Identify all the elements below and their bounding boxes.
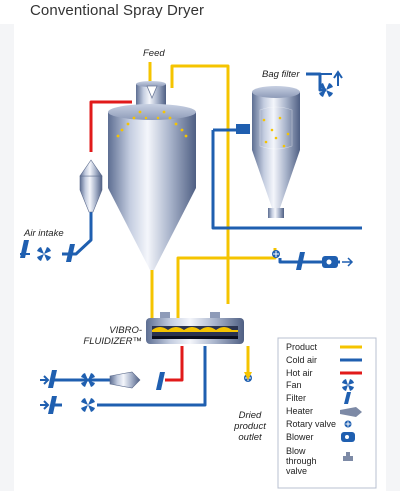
legend-filter-icon xyxy=(344,392,351,404)
legend-heater-label: Heater xyxy=(286,406,314,416)
filter-icon xyxy=(66,244,75,262)
air-heater-cyclone xyxy=(79,159,103,213)
dried-label-line2: product xyxy=(234,421,266,432)
legend-blow-through-valve-icon xyxy=(343,452,353,461)
legend-blow-through-valve-label: Blow through valve xyxy=(286,446,317,476)
vibro-label-line1: VIBRO- xyxy=(109,325,142,336)
legend-blower-label: Blower xyxy=(286,432,314,442)
diagram-title: Conventional Spray Dryer xyxy=(30,2,205,19)
fan-icon xyxy=(319,83,333,97)
legend-rotary-valve-icon xyxy=(344,420,352,428)
bag-filter-label: Bag filter xyxy=(262,69,300,80)
vibro-label-line2: FLUIDIZER™ xyxy=(83,336,142,347)
spray-droplets xyxy=(116,110,188,138)
legend-hot-air-label: Hot air xyxy=(286,368,313,378)
feed-label: Feed xyxy=(143,48,165,59)
filter-icon xyxy=(48,370,57,388)
dried-label-line3: outlet xyxy=(238,432,262,443)
hot-air-to-fluidizer xyxy=(165,346,184,382)
hot-air-lines xyxy=(89,100,184,382)
legend-cold-air-label: Cold air xyxy=(286,355,318,365)
legend-filter-label: Filter xyxy=(286,393,306,403)
spray-chamber xyxy=(108,81,196,270)
legend-box xyxy=(277,337,377,489)
recirculation-line xyxy=(170,64,230,304)
fluidizer-cold-air-line xyxy=(97,346,207,407)
blower-icon xyxy=(322,256,354,268)
legend-heater-icon xyxy=(340,407,362,417)
heater-icon xyxy=(109,371,141,389)
fan-icon xyxy=(81,373,95,387)
exhaust-arrow-icon xyxy=(333,70,343,86)
legend-rotary-valve-label: Rotary valve xyxy=(286,419,337,429)
dried-label-line1: Dried xyxy=(238,410,262,421)
filter-icon xyxy=(296,252,305,270)
legend-product-label: Product xyxy=(286,342,318,352)
fan-icon xyxy=(37,247,51,261)
fan-icons xyxy=(37,83,333,412)
filter-icon xyxy=(48,396,57,414)
legend-blower-icon xyxy=(341,432,355,442)
rotary-valve-icons xyxy=(244,250,280,382)
legend-fan-label: Fan xyxy=(286,380,302,390)
bag-filter-particles xyxy=(262,116,290,148)
filter-icon xyxy=(156,372,165,390)
intake-arrows xyxy=(20,253,50,410)
chamber-exhaust-line xyxy=(211,130,362,230)
air-intake-label: Air intake xyxy=(24,228,64,239)
bag-filter-vessel xyxy=(236,86,300,218)
hot-air-to-chamber xyxy=(89,100,132,152)
fan-icon xyxy=(81,398,95,412)
vibro-fluidizer xyxy=(146,312,244,344)
legend-fan-icon xyxy=(342,379,354,391)
